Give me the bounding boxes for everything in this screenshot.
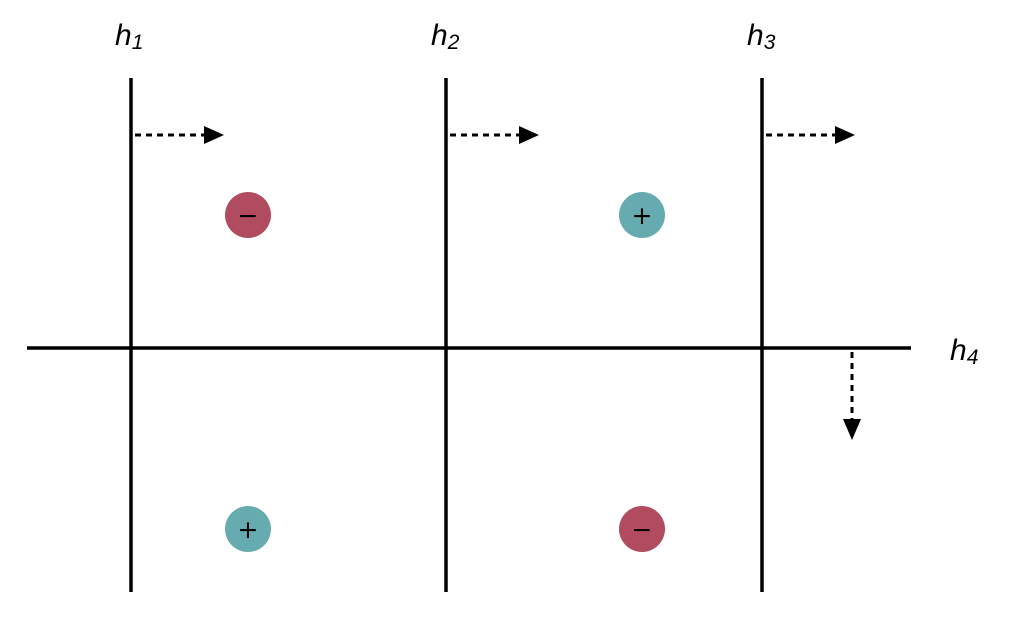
negative-sign: − bbox=[632, 515, 653, 544]
normal-arrow-h4 bbox=[843, 352, 861, 440]
negative-point-marker bbox=[225, 192, 271, 238]
positive-point-marker bbox=[225, 506, 271, 552]
label-h3: h3 bbox=[747, 19, 776, 54]
point-negative-bottom-middle: − bbox=[619, 506, 665, 552]
positive-sign: + bbox=[632, 201, 653, 230]
normal-arrow-h3 bbox=[766, 126, 855, 144]
label-h2: h2 bbox=[431, 19, 460, 54]
negative-point-marker bbox=[619, 506, 665, 552]
negative-sign: − bbox=[238, 201, 259, 230]
point-positive-bottom-left: + bbox=[225, 506, 271, 552]
label-h4: h4 bbox=[950, 334, 978, 369]
point-negative-top-left: − bbox=[225, 192, 271, 238]
point-positive-top-middle: + bbox=[619, 192, 665, 238]
normal-arrow-h2 bbox=[450, 126, 539, 144]
normal-arrow-h1 bbox=[135, 126, 224, 144]
positive-point-marker bbox=[619, 192, 665, 238]
positive-sign: + bbox=[238, 515, 259, 544]
label-h1: h1 bbox=[115, 19, 143, 54]
